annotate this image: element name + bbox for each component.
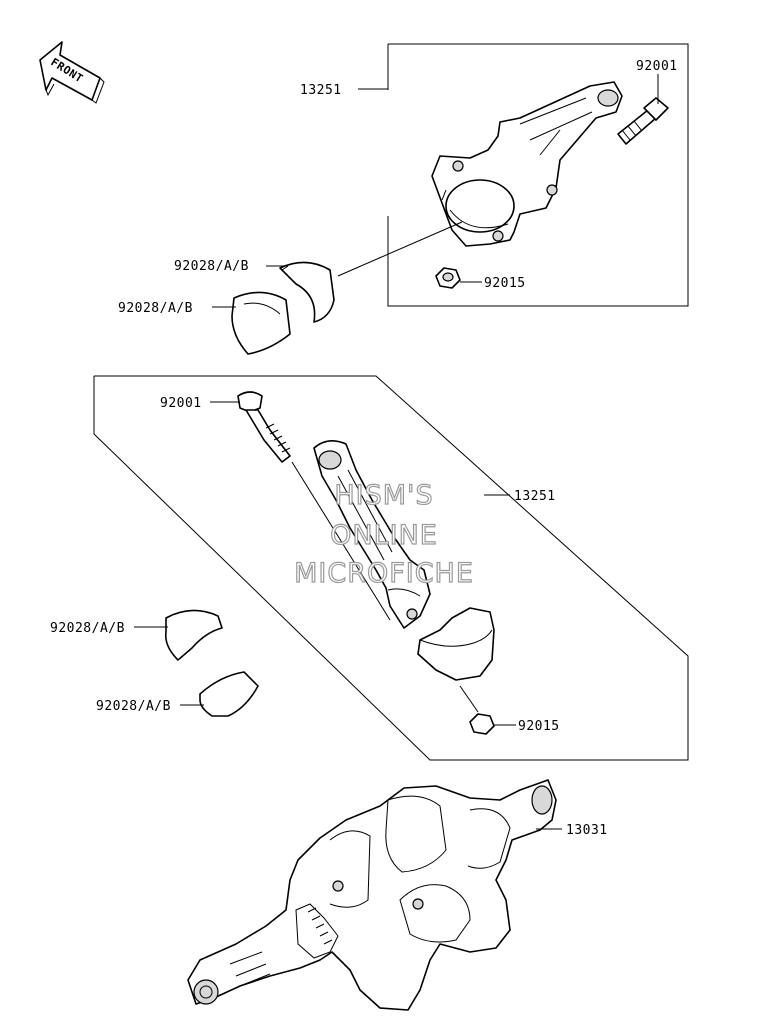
callout-bolt-upper: 92001 [636,59,678,74]
callout-bearing-upper-2: 92028/A/B [118,301,193,316]
callout-bearing-upper-1: 92028/A/B [174,259,249,274]
lower-bolt [237,391,291,463]
lower-group-frame [93,375,689,761]
watermark-line-1: HISM'S [334,480,433,511]
watermark-line-2: ONLINE [330,520,438,551]
lower-rod-cap [417,607,495,681]
callout-bolt-lower: 92001 [160,396,202,411]
upper-group-frame [387,43,689,307]
front-arrow-icon: FRONT [39,41,105,104]
upper-nut [435,267,461,289]
lower-bearing-shell-2 [199,671,259,717]
watermark-line-3: MICROFICHE [294,558,474,589]
upper-bearing-shell-1 [279,261,335,323]
lower-nut [469,713,495,735]
callout-crankshaft: 13031 [566,823,608,838]
callout-rod-lower: 13251 [514,489,556,504]
upper-bearing-shell-2 [231,291,291,355]
callout-nut-upper: 92015 [484,276,526,291]
upper-bolt [617,97,669,145]
callout-bearing-lower-1: 92028/A/B [50,621,125,636]
upper-connecting-rod [431,81,623,247]
lower-connecting-rod [313,440,431,629]
lower-leader-lines [134,401,516,726]
lower-bearing-shell-1 [164,609,223,661]
upper-leader-lines [212,74,659,308]
callout-bearing-lower-2: 92028/A/B [96,699,171,714]
callout-nut-lower: 92015 [518,719,560,734]
callout-rod-upper: 13251 [300,83,342,98]
crankshaft [187,779,557,1011]
watermark: HISM'S ONLINE MICROFICHE [293,479,474,589]
